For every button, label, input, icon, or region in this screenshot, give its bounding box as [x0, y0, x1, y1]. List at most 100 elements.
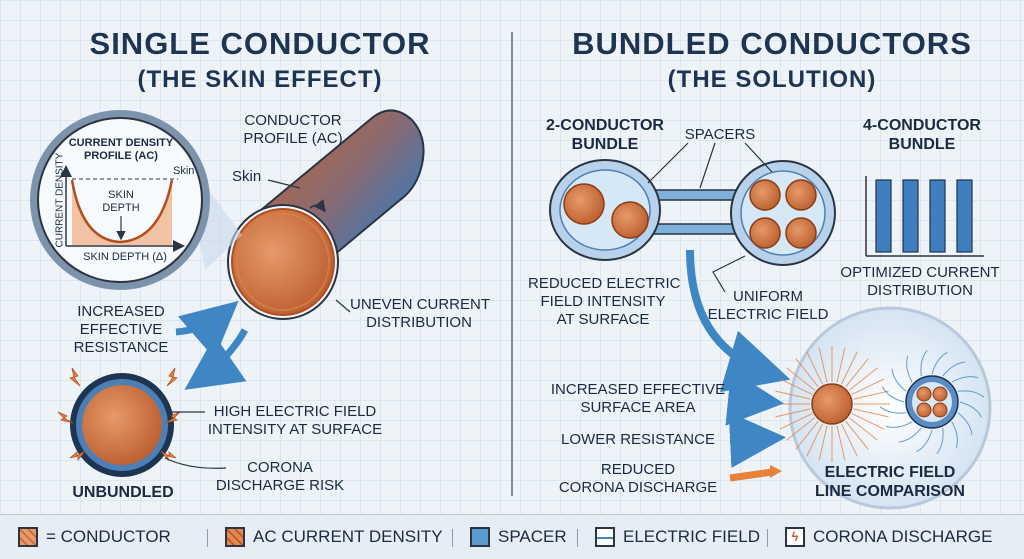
field-line: [795, 420, 819, 450]
inset-y-axis: CURRENT DENSITY: [54, 152, 66, 248]
conductor-cylinder: [227, 109, 425, 320]
conductor-profile-1: CONDUCTOR: [244, 112, 342, 129]
surface-area-1: INCREASED EFFECTIVE: [550, 381, 726, 398]
reduced-corona-2: CORONA DISCHARGE: [558, 479, 718, 496]
two-bundle-1: 2-CONDUCTOR: [546, 117, 664, 134]
reduced-field-3: AT SURFACE: [556, 311, 650, 328]
field-line: [841, 423, 858, 457]
field-line: [845, 420, 869, 450]
field-line: [851, 378, 885, 395]
field-line: [891, 368, 907, 392]
field-line: [848, 417, 878, 441]
field-line: [898, 427, 922, 443]
field-line: [779, 378, 813, 395]
legend-separator: [577, 529, 578, 547]
field-line: [881, 386, 905, 403]
legend-separator: [207, 529, 208, 547]
legend-spacer-label: SPACER: [498, 527, 567, 546]
field-line: [885, 421, 913, 428]
reduced-field-1: REDUCED ELECTRIC: [528, 275, 681, 292]
legend-ac-density-label: AC CURRENT DENSITY: [253, 527, 443, 546]
field-line: [853, 390, 889, 400]
field-line: [836, 425, 846, 461]
corona-risk-1: CORONA: [247, 459, 313, 476]
legend: = CONDUCTOR AC CURRENT DENSITY SPACER EL…: [0, 514, 1024, 559]
right-title: BUNDLED CONDUCTORS: [572, 26, 972, 61]
field-line: [942, 361, 966, 377]
field-line: [936, 427, 944, 455]
four-bundle-1: 4-CONDUCTOR: [863, 117, 981, 134]
lower-resistance: LOWER RESISTANCE: [561, 431, 715, 448]
corona-spark-icon: ϟ: [785, 527, 805, 547]
diagram-artwork: [30, 32, 992, 510]
left-subtitle: (THE SKIN EFFECT): [137, 66, 383, 93]
field-line: [951, 376, 979, 383]
corona-risk-2: DISCHARGE RISK: [215, 477, 345, 494]
high-field-2: INTENSITY AT SURFACE: [207, 421, 383, 438]
conductor-swatch-icon: [18, 527, 38, 547]
legend-separator: [452, 529, 453, 547]
field-line: [845, 358, 869, 388]
field-line: [795, 358, 819, 388]
field-line: [951, 421, 958, 449]
inset-skin-depth-2: DEPTH: [102, 202, 140, 214]
field-line: [931, 351, 948, 375]
field-line: [920, 349, 928, 377]
right-subtitle: (THE SOLUTION): [667, 66, 877, 93]
field-line: [906, 355, 913, 383]
field-line: [786, 367, 816, 391]
field-line: [848, 367, 878, 391]
comparison-2: LINE COMPARISON: [815, 483, 965, 500]
two-bundle-2: BUNDLE: [571, 136, 639, 153]
legend-corona-label: CORONA DISCHARGE: [813, 527, 993, 546]
legend-conductor-label: = CONDUCTOR: [46, 527, 171, 546]
field-comparison-circle: [774, 306, 992, 510]
reduced-field-2: FIELD INTENSITY: [540, 293, 666, 310]
inset-x-axis: SKIN DEPTH (δ): [83, 251, 167, 263]
legend-separator: [767, 529, 768, 547]
uneven-current-1: UNEVEN CURRENT: [350, 296, 491, 313]
spacers-label: SPACERS: [684, 126, 756, 143]
unbundled-conductor: [70, 373, 174, 477]
optimized-2: DISTRIBUTION: [867, 282, 973, 299]
surface-area-2: SURFACE AREA: [580, 399, 696, 416]
legend-ac-density: AC CURRENT DENSITY: [225, 525, 443, 549]
field-line-icon: [595, 527, 615, 547]
high-field-1: HIGH ELECTRIC FIELD: [213, 403, 377, 420]
field-line: [957, 390, 985, 398]
optimized-1: OPTIMIZED CURRENT: [840, 264, 1000, 281]
field-line: [841, 351, 858, 385]
legend-conductor: = CONDUCTOR: [18, 525, 171, 549]
magnifier-inset: [30, 110, 242, 290]
uniform-field-2: ELECTRIC FIELD: [707, 306, 829, 323]
field-line: [786, 417, 816, 441]
legend-electric-field: ELECTRIC FIELD: [595, 525, 760, 549]
field-line: [806, 351, 823, 385]
legend-spacer: SPACER: [470, 525, 567, 549]
inset-skin-depth-1: SKIN: [108, 189, 134, 201]
field-line: [957, 412, 973, 436]
increased-resistance-3: RESISTANCE: [73, 339, 169, 356]
increased-resistance-2: EFFECTIVE: [79, 321, 163, 338]
uneven-current-2: DISTRIBUTION: [366, 314, 472, 331]
field-line: [818, 347, 828, 383]
inset-title-2: PROFILE (AC): [84, 150, 158, 162]
field-line: [879, 406, 907, 414]
increased-resistance-1: INCREASED: [77, 303, 165, 320]
legend-corona: ϟ CORONA DISCHARGE: [785, 525, 992, 549]
field-line: [806, 423, 823, 457]
field-line: [853, 408, 889, 418]
unbundled-label: UNBUNDLED: [72, 484, 174, 501]
legend-electric-field-label: ELECTRIC FIELD: [623, 527, 760, 546]
field-line: [916, 429, 933, 453]
corona-spark-icons: [57, 367, 181, 462]
field-line: [836, 347, 846, 383]
conductor-profile-2: PROFILE (AC): [243, 130, 343, 147]
spacer-swatch-icon: [470, 527, 490, 547]
inset-title-1: CURRENT DENSITY: [68, 137, 174, 149]
uniform-field-1: UNIFORM: [733, 288, 803, 305]
left-title: SINGLE CONDUCTOR: [89, 26, 431, 61]
reduced-corona-1: REDUCED: [600, 461, 676, 478]
comparison-1: ELECTRIC FIELD: [824, 464, 956, 481]
